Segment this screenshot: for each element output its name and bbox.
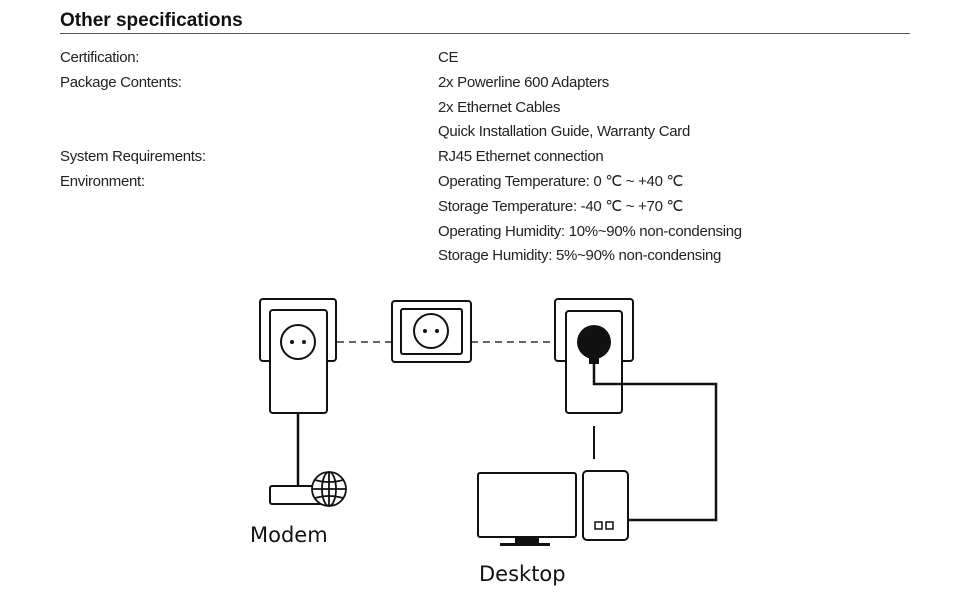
spec-label-package-contents: Package Contents: — [60, 73, 182, 91]
spec-value: Operating Humidity: 10%~90% non-condensi… — [438, 222, 742, 240]
spec-value: 2x Ethernet Cables — [438, 98, 561, 116]
spec-row: System Requirements: RJ45 Ethernet conne… — [60, 145, 910, 170]
powerline-adapter-icon — [259, 298, 337, 414]
desktop-label: Desktop — [479, 562, 566, 586]
wall-socket-icon — [391, 300, 472, 363]
title-divider — [60, 33, 910, 34]
spec-row: Package Contents: 2x Powerline 600 Adapt… — [60, 71, 910, 145]
spec-value: CE — [438, 49, 459, 66]
powerline-adapter-icon — [554, 298, 634, 414]
spec-value: Operating Temperature: 0 ℃ ~ +40 ℃ — [438, 172, 684, 190]
spec-row: Certification: CE — [60, 46, 910, 71]
pc-tower-icon — [582, 470, 629, 541]
spec-label-system-requirements: System Requirements: — [60, 148, 206, 166]
section-title: Other specifications — [60, 10, 243, 31]
spec-value: RJ45 Ethernet connection — [438, 148, 604, 166]
ethernet-cable — [592, 362, 718, 522]
monitor-icon — [477, 472, 577, 546]
spec-value: Quick Installation Guide, Warranty Card — [438, 123, 691, 141]
spec-label-environment: Environment: — [60, 172, 145, 190]
globe-icon — [311, 471, 347, 507]
spec-value: Storage Temperature: -40 ℃ ~ +70 ℃ — [438, 197, 684, 215]
spec-label-certification: Certification: — [60, 49, 140, 66]
modem-label: Modem — [250, 523, 328, 547]
spec-table: Certification: CE Package Contents: 2x P… — [60, 46, 910, 269]
spec-value: 2x Powerline 600 Adapters — [438, 73, 609, 91]
spec-value: Storage Humidity: 5%~90% non-condensing — [438, 247, 722, 265]
spec-row: Environment: Operating Temperature: 0 ℃ … — [60, 170, 910, 269]
